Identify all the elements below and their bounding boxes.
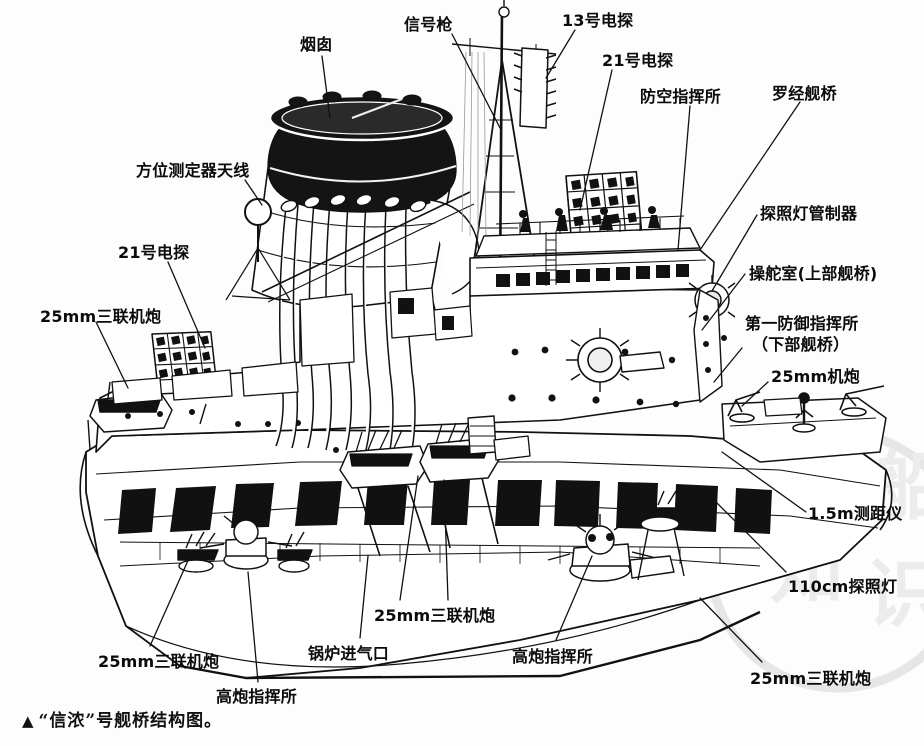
- label-compass-bridge: 罗经舰桥: [772, 84, 837, 103]
- label-25mm-triple-bottom-right: 25mm三联机炮: [750, 669, 872, 688]
- label-type21-radar-left: 21号电探: [118, 243, 190, 262]
- leader-triple-botleft: [149, 555, 191, 647]
- leader-df-antenna: [244, 179, 263, 206]
- label-25mm-single: 25mm机炮: [771, 367, 860, 386]
- leader-first-def: [713, 347, 743, 383]
- label-first-defense-post-sub: （下部舰桥）: [752, 335, 850, 354]
- leader-aa-director-bot: [247, 571, 259, 683]
- label-aa-director-mid: 高炮指挥所: [512, 647, 594, 666]
- figure-caption: ▲“信浓”号舰桥结构图。: [22, 706, 222, 731]
- leader-triple-botright: [699, 597, 763, 663]
- leader-boiler-intake: [359, 555, 369, 639]
- leader-type13: [545, 29, 576, 79]
- leader-rangefinder: [721, 451, 807, 513]
- label-type13-radar: 13号电探: [562, 11, 634, 30]
- leader-triple-midbot: [399, 475, 419, 601]
- leader-triple-midbot-2: [443, 479, 449, 601]
- caption-text: “信浓”号舰桥结构图。: [38, 711, 223, 731]
- label-25mm-triple-left: 25mm三联机炮: [40, 307, 162, 326]
- label-df-antenna: 方位测定器天线: [136, 161, 250, 180]
- label-boiler-intake: 锅炉进气口: [308, 644, 390, 663]
- leader-triple-left: [95, 321, 129, 389]
- leader-aa-command: [677, 105, 691, 251]
- label-searchlight-110cm: 110cm探照灯: [788, 577, 898, 596]
- leader-compass-bridge: [699, 101, 801, 251]
- label-aa-director-bottom: 高炮指挥所: [216, 687, 298, 706]
- svg-text:识: 识: [866, 552, 924, 638]
- leader-searchlight-ctrl: [711, 214, 758, 292]
- label-25mm-triple-bottom-left: 25mm三联机炮: [98, 652, 220, 671]
- caption-triangle-marker: ▲: [22, 712, 35, 730]
- label-wheelhouse: 操舵室(上部舰桥): [749, 264, 878, 283]
- leader-funnel: [321, 55, 331, 119]
- leader-aa-director-mid: [555, 555, 593, 641]
- leader-type21-top: [579, 69, 613, 211]
- label-signal-gun: 信号枪: [404, 15, 453, 34]
- label-aa-command-post: 防空指挥所: [640, 87, 722, 106]
- leader-aa25mm: [741, 381, 769, 407]
- label-25mm-triple-mid: 25mm三联机炮: [374, 606, 496, 625]
- leader-wheelhouse: [701, 273, 746, 331]
- label-type21-radar-top: 21号电探: [602, 51, 674, 70]
- leader-signal-gun: [451, 33, 501, 129]
- label-rangefinder: 1.5m测距仪: [808, 504, 903, 523]
- leader-searchlight110: [699, 485, 787, 573]
- leader-type21-left: [167, 261, 206, 349]
- label-first-defense-post: 第一防御指挥所: [745, 314, 859, 333]
- label-funnel: 烟囱: [300, 35, 333, 54]
- label-searchlight-control: 探照灯管制器: [760, 204, 858, 223]
